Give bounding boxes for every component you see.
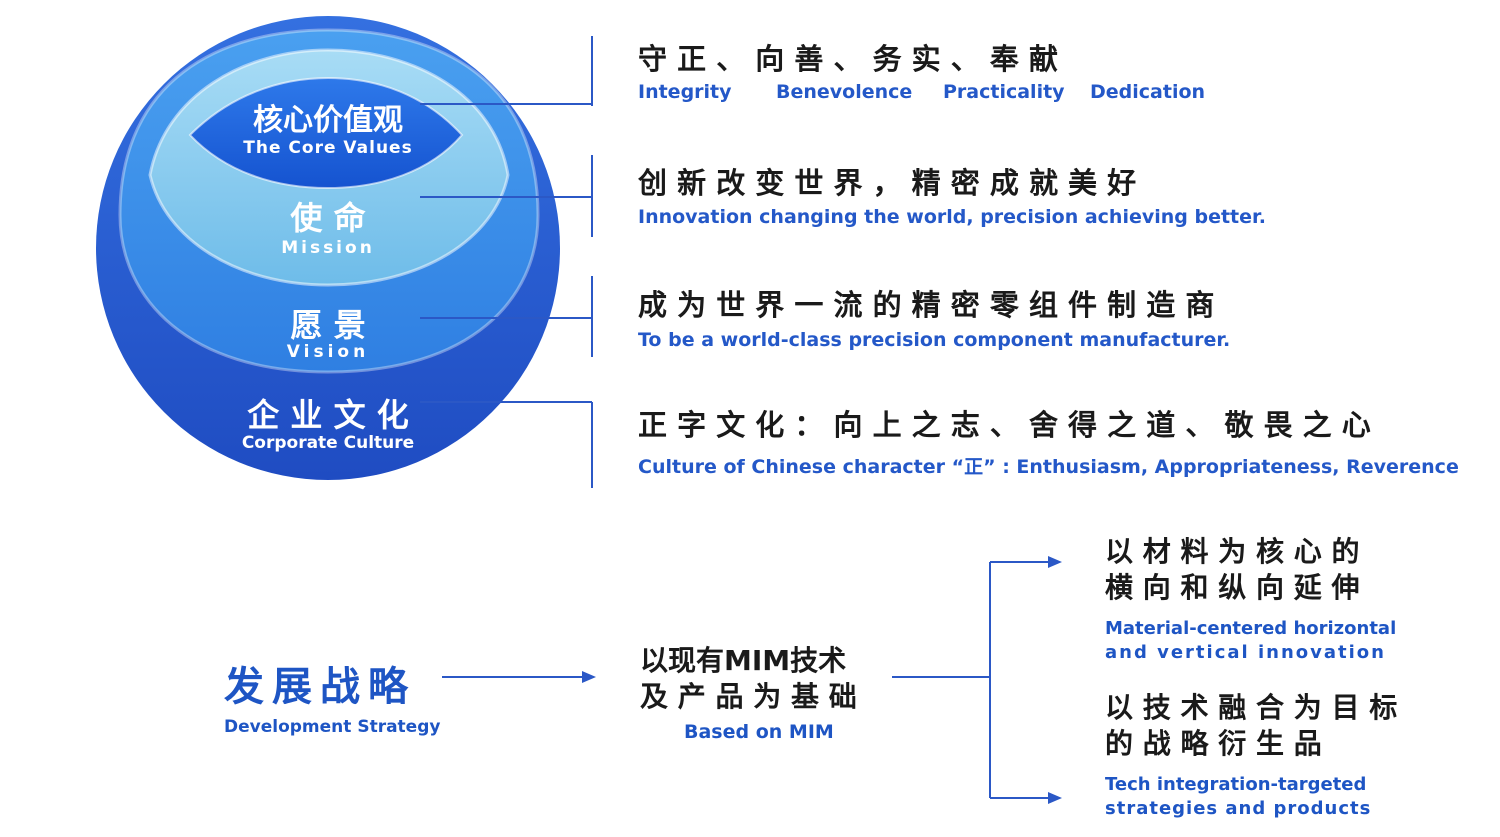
- branch1-en-line-2: and vertical innovation: [1105, 642, 1386, 663]
- mission-statement-zh: 创 新 改 变 世 界 ， 精 密 成 就 美 好: [638, 166, 1137, 200]
- value-dedication: Dedication: [1090, 81, 1206, 103]
- culture-label-zh: 企 业 文 化: [247, 396, 409, 434]
- core-values-label-zh: 核心价值观: [253, 103, 403, 138]
- vision-statement-zh: 成 为 世 界 一 流 的 精 密 零 组 件 制 造 商: [638, 288, 1215, 322]
- value-practicality: Practicality: [943, 81, 1065, 103]
- branch1-zh-line-2: 横 向 和 纵 向 延 伸: [1105, 571, 1360, 604]
- branch2-zh-line-1: 以 技 术 融 合 为 目 标: [1105, 691, 1398, 724]
- value-benevolence: Benevolence: [776, 81, 913, 103]
- mission-label-en: Mission: [281, 238, 375, 258]
- vision-label-zh: 愿 景: [290, 306, 366, 344]
- value-integrity: Integrity: [638, 81, 732, 103]
- vision-label-en: Vision: [286, 342, 370, 362]
- culture-statement-zh: 正 字 文 化 ： 向 上 之 志 、 舍 得 之 道 、 敬 畏 之 心: [638, 408, 1371, 442]
- branch-bottom-arrow-head: [1048, 792, 1062, 804]
- core-values-label-en: The Core Values: [243, 138, 413, 158]
- branch1-en-line-1: Material-centered horizontal: [1105, 618, 1397, 639]
- branch2-en-line-1: Tech integration-targeted: [1105, 774, 1367, 795]
- branch2-en-line-2: strategies and products: [1105, 798, 1372, 819]
- core-values-layer: [188, 76, 464, 190]
- culture-statement-en: Culture of Chinese character “正” : Enthu…: [638, 456, 1459, 478]
- culture-label-en: Corporate Culture: [241, 433, 415, 453]
- branch2-zh-line-2: 的 战 略 衍 生 品: [1105, 727, 1322, 760]
- vision-statement-en: To be a world-class precision component …: [638, 329, 1231, 351]
- base-text-line-2: 及 产 品 为 基 础: [640, 680, 857, 713]
- mission-statement-en: Innovation changing the world, precision…: [638, 206, 1266, 228]
- strategy-arrow-head: [582, 671, 596, 683]
- base-text-en: Based on MIM: [684, 721, 834, 743]
- values-statement-zh: 守 正 、 向 善 、 务 实 、 奉 献: [638, 42, 1058, 76]
- base-text-line-1: 以现有MIM技术: [640, 644, 847, 677]
- branch1-zh-line-1: 以 材 料 为 核 心 的: [1105, 535, 1360, 568]
- strategy-subtitle: Development Strategy: [224, 717, 441, 737]
- mission-label-zh: 使 命: [290, 199, 366, 237]
- branch-top-arrow-head: [1048, 556, 1062, 568]
- strategy-title: 发展战略: [224, 664, 416, 710]
